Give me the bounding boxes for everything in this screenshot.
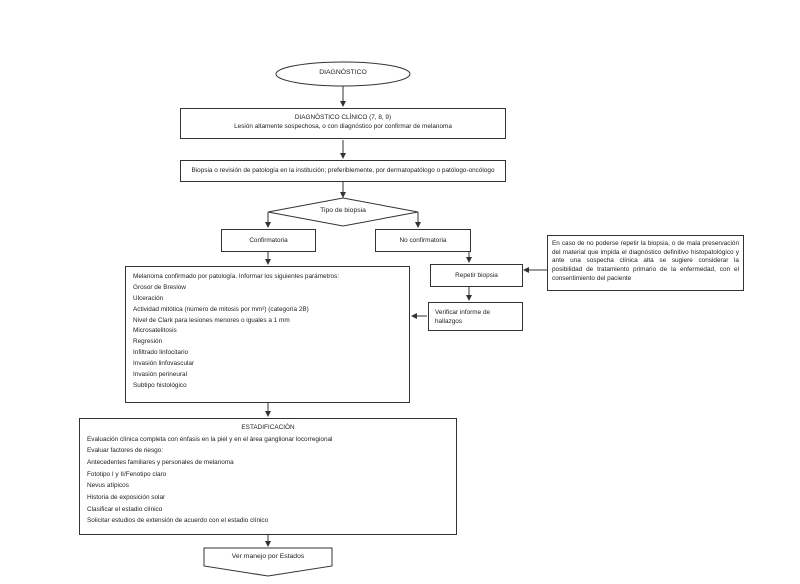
note-text: En caso de no poderse repetir la biopsia… (552, 240, 739, 282)
confirmatory-label: Confirmatoria (249, 237, 288, 244)
repeat-biopsy-label: Repetir biopsia (455, 272, 498, 279)
repeat-biopsy-box: Repetir biopsia (430, 264, 523, 287)
end-shape (203, 547, 333, 577)
biopsy-type-label: Tipo de biopsia (320, 207, 366, 214)
start-label: DIAGNÓSTICO (319, 69, 367, 76)
end-label: Ver manejo por Estados (231, 553, 305, 560)
param-item: Nivel de Clark para lesiones menores o i… (133, 316, 290, 324)
staging-item: Historia de exposición solar (87, 493, 166, 501)
param-item: Subtipo histológico (133, 381, 187, 389)
staging-item: Antecedentes familiares y personales de … (87, 458, 234, 466)
clinical-dx-subtitle: Lesión altamente sospechosa, o con diagn… (234, 122, 452, 130)
param-item: Invasión perineural (133, 371, 187, 379)
verify-report-line1: Verificar informe de (435, 309, 491, 316)
clinical-dx-box: DIAGNÓSTICO CLÍNICO (7, 8, 9) Lesión alt… (180, 108, 506, 139)
not-confirmatory-label: No confirmatoria (399, 237, 447, 244)
staging-box: ESTADIFICACIÓN Evaluación clínica comple… (79, 418, 457, 535)
staging-item: Nevus atípicos (87, 482, 129, 490)
param-item: Microsatelitosis (133, 327, 177, 335)
param-item: Invasión linfovascular (133, 360, 195, 368)
note-box: En caso de no poderse repetir la biopsia… (547, 235, 744, 291)
biopsy-text: Biopsia o revisión de patología en la in… (191, 167, 495, 174)
param-item: Regresión (133, 338, 163, 346)
confirmatory-box: Confirmatoria (221, 229, 316, 252)
param-item: Ulceración (133, 294, 164, 302)
melanoma-params-header: Melanoma confirmado por patología. Infor… (133, 273, 340, 280)
param-item: Grosor de Breslow (133, 283, 186, 291)
staging-item: Evaluación clínica completa con énfasis … (87, 435, 333, 443)
staging-item: Clasificar el estadio clínico (87, 505, 163, 513)
not-confirmatory-box: No confirmatoria (375, 229, 471, 252)
clinical-dx-title: DIAGNÓSTICO CLÍNICO (7, 8, 9) (294, 114, 392, 121)
param-item: Actividad mitótica (número de mitosis po… (133, 305, 309, 313)
verify-report-box: Verificar informe de hallazgos (428, 302, 523, 331)
staging-item: Solicitar estudios de extensión de acuer… (87, 517, 269, 525)
verify-report-line2: hallazgos (435, 317, 463, 325)
param-item: Infiltrado linfocitario (133, 349, 189, 357)
biopsy-box: Biopsia o revisión de patología en la in… (180, 160, 506, 182)
staging-title: ESTADIFICACIÓN (241, 424, 295, 431)
staging-item: Fototipo I y II/Fenotipo claro (87, 470, 167, 478)
staging-item: Evaluar factores de riesgo: (87, 447, 164, 455)
melanoma-params-box: Melanoma confirmado por patología. Infor… (125, 266, 410, 403)
